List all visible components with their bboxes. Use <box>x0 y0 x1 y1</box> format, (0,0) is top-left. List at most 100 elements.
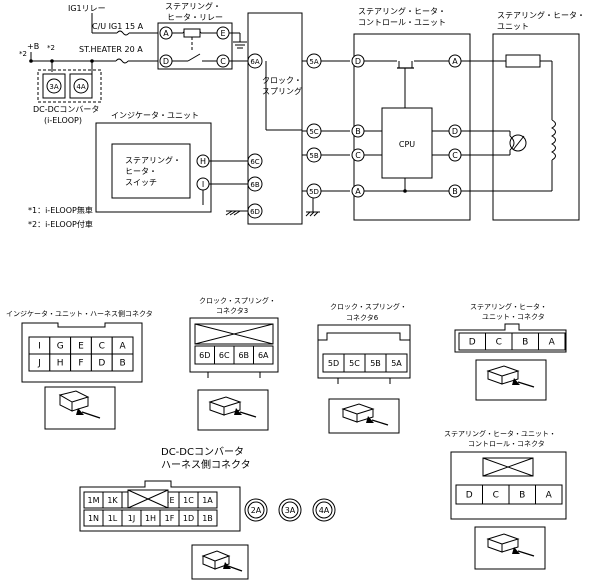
svg-text:D: D <box>355 57 361 66</box>
clock3-connector-pin-label: 6A <box>258 351 269 360</box>
dcdc-connector-pin-label: 1J <box>128 514 135 523</box>
dcdc-connector-pin-label: 1H <box>145 514 156 523</box>
clock6-title-1: クロック・スプリング・ <box>330 302 407 311</box>
cu-label-2: コントロール・ユニット <box>358 18 446 27</box>
dcdc-pin-3a <box>46 78 62 94</box>
control-connector-pin-label: B <box>519 491 525 501</box>
relay-coil-box <box>183 28 201 38</box>
svg-text:E: E <box>220 29 225 38</box>
fuse-symbol-2 <box>115 58 129 64</box>
svg-text:A: A <box>163 29 169 38</box>
relay-label-2: ヒータ・リレー <box>167 13 223 22</box>
note-1: *1：i-ELOOP無車 <box>28 205 93 215</box>
indicator-connector-cell <box>111 353 134 372</box>
dcdc-connector-title-2: ハーネス側コネクタ <box>161 458 251 471</box>
clock3-connector-pin-label: 6C <box>219 351 230 360</box>
indicator-connector-pin-label: B <box>120 359 126 369</box>
clock6-plug-icon <box>341 403 389 426</box>
clock3-plug-icon <box>208 396 257 418</box>
heater-plug-icon <box>486 365 535 388</box>
heater-unit-label-1: ステアリング・ヒータ・ <box>497 10 585 20</box>
cpu-box <box>381 107 433 179</box>
plus-b-label: +B <box>27 42 39 51</box>
heater-connector-pin-label: A <box>549 338 556 348</box>
heater-connector-title-2: ユニット・コネクタ <box>482 312 545 321</box>
clock-spring-label-1: クロック・ <box>262 76 302 85</box>
indicator-connector-title: インジケータ・ユニット・ハーネス側コネクタ <box>6 309 153 318</box>
svg-text:6D: 6D <box>250 208 260 216</box>
cu-label-1: ステアリング・ヒータ・ <box>358 6 446 16</box>
dcdc-connector-pin-label: 1C <box>183 496 194 505</box>
indicator-connector-pin-label: G <box>57 342 64 352</box>
indicator-unit-label: インジケータ・ユニット <box>111 111 199 120</box>
clock-spring-box <box>247 12 303 225</box>
switch-label-3: スイッチ <box>125 178 157 187</box>
svg-text:C: C <box>355 151 361 160</box>
dcdc-label-1: DC-DCコンバータ <box>33 105 99 114</box>
clock6-connector-pin-label: 5A <box>391 359 402 368</box>
clock6-connector-cell <box>385 353 408 373</box>
svg-text:5A: 5A <box>309 58 318 66</box>
indicator-connector-pin-label: C <box>99 342 105 352</box>
control-connector-title-2: コントロール・コネクタ <box>468 439 545 448</box>
clock3-connector-pin-label: 6B <box>238 351 249 360</box>
indicator-connector-pin-label: I <box>38 342 41 352</box>
heater-element <box>505 54 541 68</box>
dcdc-connector-pin-label: 1L <box>108 514 118 523</box>
svg-text:5C: 5C <box>309 128 318 136</box>
dcdc-label-2: (i-ELOOP) <box>44 116 82 125</box>
dcdc-connector-pin-label: 1B <box>202 514 213 523</box>
svg-text:D: D <box>163 57 169 66</box>
indicator-connector-pin-label: J <box>37 359 41 369</box>
mark-star2: *2 <box>47 44 55 52</box>
dcdc-connector-title-1: DC-DCコンバータ <box>161 446 244 458</box>
indicator-connector-pin-label: H <box>57 359 64 369</box>
fuse-symbol <box>116 30 130 36</box>
svg-text:6B: 6B <box>250 181 259 189</box>
svg-text:6C: 6C <box>250 158 259 166</box>
svg-text:B: B <box>452 187 458 196</box>
clock6-connector-pin-label: 5C <box>349 359 360 368</box>
svg-text:A: A <box>452 57 458 66</box>
dcdc-extra-pin-label: 4A <box>319 506 330 515</box>
dcdc-connector-cell <box>197 491 218 509</box>
heater-connector-title-1: ステアリング・ヒータ・ <box>470 302 547 311</box>
dcdc-extra-pin-label: 3A <box>285 506 296 515</box>
dcdc-connector-pin-label: 1M <box>88 496 100 505</box>
control-plug-icon <box>486 533 535 557</box>
svg-text:5D: 5D <box>309 188 319 196</box>
dcdc-connector-cell <box>197 509 218 527</box>
heater-switch-box <box>111 143 191 199</box>
svg-text:C: C <box>220 57 226 66</box>
indicator-connector-pin-label: D <box>98 359 105 369</box>
heater-coil <box>550 119 556 161</box>
st-heater-fuse-label: ST.HEATER 20 A <box>79 45 143 54</box>
svg-text:I: I <box>202 180 204 189</box>
cpu-label: CPU <box>399 140 415 149</box>
switch-label-2: ヒータ・ <box>125 167 157 176</box>
clock3-title-1: クロック・スプリング・ <box>199 296 276 305</box>
dcdc-connector-pin-label: 1N <box>88 514 99 523</box>
heater-unit-label-2: ユニット <box>497 22 529 31</box>
control-connector-pin-label: C <box>493 491 499 501</box>
switch-label-1: ステアリング・ <box>125 155 181 165</box>
svg-text:5B: 5B <box>309 152 318 160</box>
heater-connector-pin-label: C <box>496 338 502 348</box>
svg-text:D: D <box>452 127 458 136</box>
clock6-connector-pin-label: 5B <box>370 359 381 368</box>
mark-star2-b: *2 <box>19 50 27 58</box>
svg-text:C: C <box>452 151 458 160</box>
clock6-connector-pin-label: 5D <box>328 359 339 368</box>
cu-ig1-fuse-label: C/U IG1 15 A <box>92 22 144 31</box>
svg-text:H: H <box>200 157 206 166</box>
control-connector-cell <box>535 484 563 505</box>
control-connector-pin-label: D <box>466 491 473 501</box>
clock6-title-2: コネクタ6 <box>346 313 379 322</box>
dcdc-connector-pin-label: 1K <box>107 496 118 505</box>
note-2: *2：i-ELOOP付車 <box>28 219 93 229</box>
indicator-plug-icon <box>58 390 101 419</box>
control-connector-pin-label: A <box>546 491 553 501</box>
clock-spring-label-2: スプリング <box>262 86 302 96</box>
svg-text:6A: 6A <box>250 58 259 66</box>
